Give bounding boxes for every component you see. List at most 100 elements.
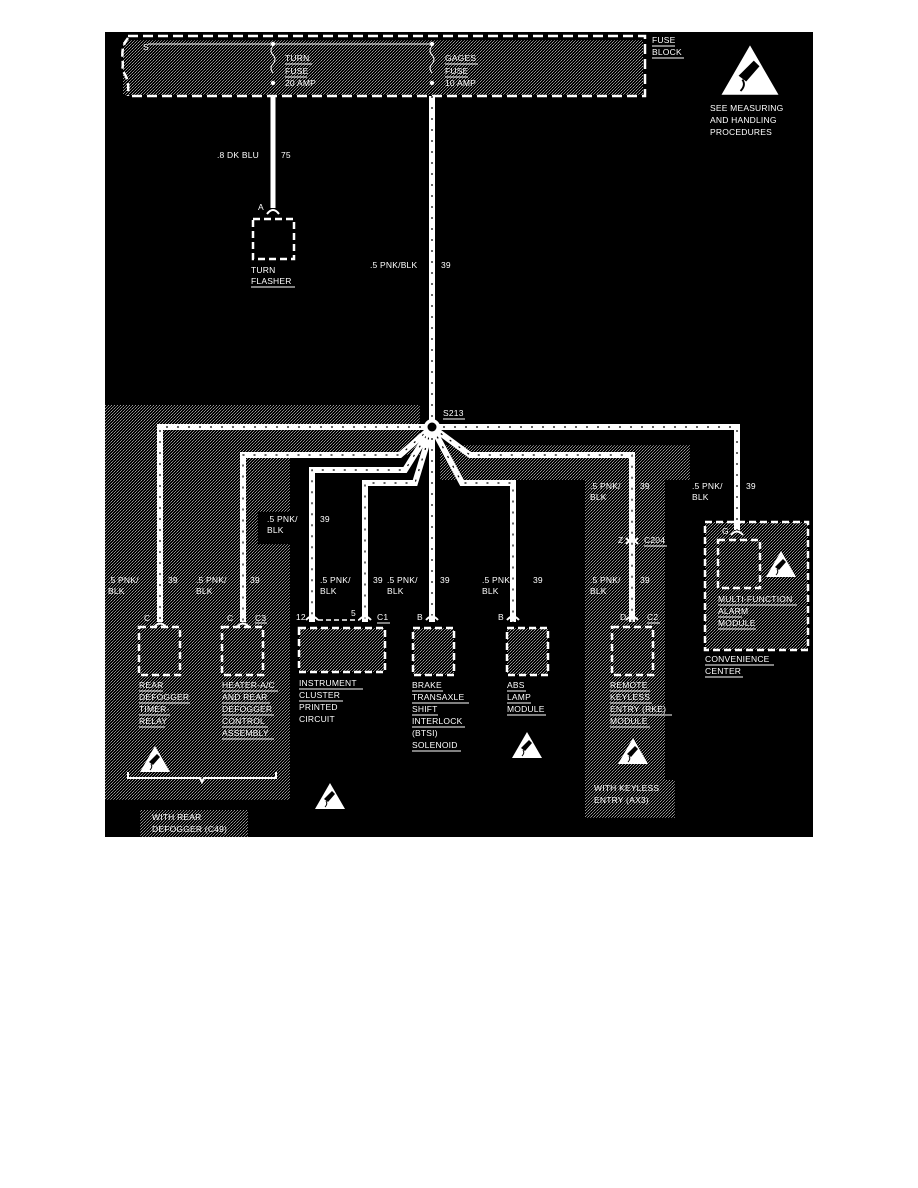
svg-text:39: 39: [746, 481, 756, 491]
svg-text:MODULE: MODULE: [718, 618, 756, 628]
svg-text:5: 5: [351, 608, 356, 618]
svg-text:39: 39: [640, 481, 650, 491]
svg-text:CLUSTER: CLUSTER: [299, 690, 340, 700]
svg-text:B: B: [498, 612, 504, 622]
turn-flasher-label: TURN: [251, 265, 275, 275]
svg-text:BLK: BLK: [482, 586, 499, 596]
svg-text:DEFOGGER: DEFOGGER: [222, 704, 272, 714]
svg-text:.5 PNK/: .5 PNK/: [267, 514, 298, 524]
svg-text:AND REAR: AND REAR: [222, 692, 268, 702]
svg-text:WITH KEYLESS: WITH KEYLESS: [594, 783, 659, 793]
svg-text:ALARM: ALARM: [718, 606, 748, 616]
svg-text:PRINTED: PRINTED: [299, 702, 338, 712]
svg-text:REAR: REAR: [139, 680, 163, 690]
svg-text:39: 39: [168, 575, 178, 585]
svg-text:BLK: BLK: [320, 586, 337, 596]
svg-text:KEYLESS: KEYLESS: [610, 692, 650, 702]
gages-fuse-label: GAGES: [445, 53, 476, 63]
svg-text:SHIFT: SHIFT: [412, 704, 438, 714]
wire-labels: .5 PNK/BLK 39 .5 PNK/BLK 39 .5 PNK/BLK 39 .…: [108, 481, 756, 596]
svg-text:REMOTE: REMOTE: [610, 680, 648, 690]
svg-text:AND HANDLING: AND HANDLING: [710, 115, 777, 125]
svg-text:B: B: [417, 612, 423, 622]
svg-text:ENTRY (AX3): ENTRY (AX3): [594, 795, 649, 805]
shaded-regions: [105, 40, 808, 837]
svg-text:HEATER-A/C: HEATER-A/C: [222, 680, 275, 690]
svg-text:39: 39: [441, 260, 451, 270]
svg-text:CONVENIENCE: CONVENIENCE: [705, 654, 770, 664]
component-heater-ac-control: C C3 HEATER-A/C AND REAR DEFOGGER CONTRO…: [220, 613, 278, 740]
splice-label: S213: [443, 408, 464, 418]
svg-text:39: 39: [533, 575, 543, 585]
turn-fuse-label: TURN: [285, 53, 309, 63]
svg-text:ABS: ABS: [507, 680, 525, 690]
svg-text:C: C: [227, 613, 233, 623]
svg-text:39: 39: [320, 514, 330, 524]
svg-text:CIRCUIT: CIRCUIT: [299, 714, 335, 724]
wiring-diagram: S TURN FUSE 20 AMP GAGES FUSE 10 AMP FUS…: [105, 32, 813, 837]
svg-text:.5 PNK/: .5 PNK/: [590, 481, 621, 491]
connector-c204: Z C204: [618, 535, 667, 547]
svg-text:BLK: BLK: [108, 586, 125, 596]
svg-text:.5 PNK/: .5 PNK/: [482, 575, 513, 585]
svg-text:TIMER-: TIMER-: [139, 704, 169, 714]
branch-wires: S213: [157, 408, 740, 622]
fuse-block: S TURN FUSE 20 AMP GAGES FUSE 10 AMP FUS…: [120, 34, 684, 98]
svg-text:39: 39: [640, 575, 650, 585]
component-rear-defogger-relay: C REAR DEFOGGER TIMER- RELAY: [137, 613, 190, 728]
svg-text:CENTER: CENTER: [705, 666, 741, 676]
svg-text:(BTSI): (BTSI): [412, 728, 438, 738]
fuse-block-label: FUSE: [652, 35, 676, 45]
svg-text:BLK: BLK: [387, 586, 404, 596]
component-instrument-cluster: 12 5 C1 INSTRUMENT CLUSTER PRINTED CIRCU…: [296, 608, 390, 724]
svg-text:.5 PNK/: .5 PNK/: [692, 481, 723, 491]
convenience-center: G MULTI-FUNCTION ALARM MODULE CONVENIENC…: [703, 520, 810, 678]
svg-text:S: S: [143, 42, 149, 52]
svg-text:39: 39: [440, 575, 450, 585]
svg-text:WITH REAR: WITH REAR: [152, 812, 202, 822]
component-btsi-solenoid: B BRAKE TRANSAXLE SHIFT INTERLOCK (BTSI)…: [411, 612, 469, 752]
svg-text:D: D: [620, 612, 626, 622]
svg-text:MODULE: MODULE: [507, 704, 545, 714]
svg-text:C1: C1: [377, 612, 388, 622]
svg-text:MODULE: MODULE: [610, 716, 648, 726]
svg-text:.5 PNK/BLK: .5 PNK/BLK: [370, 260, 417, 270]
turn-flasher-circuit: A .8 DK BLU 75 TURN FLASHER: [217, 96, 296, 288]
turn-wire-circuit: 75: [281, 150, 291, 160]
svg-text:C: C: [144, 613, 150, 623]
svg-text:RELAY: RELAY: [139, 716, 167, 726]
rear-defogger-note: WITH REAR DEFOGGER (C49): [127, 745, 346, 834]
svg-text:ASSEMBLY: ASSEMBLY: [222, 728, 269, 738]
svg-text:TRANSAXLE: TRANSAXLE: [412, 692, 464, 702]
svg-text:SEE MEASURING: SEE MEASURING: [710, 103, 783, 113]
svg-text:FLASHER: FLASHER: [251, 276, 292, 286]
svg-text:BLK: BLK: [692, 492, 709, 502]
keyless-entry-note: WITH KEYLESS ENTRY (AX3): [594, 783, 659, 805]
svg-text:BRAKE: BRAKE: [412, 680, 442, 690]
svg-text:DEFOGGER: DEFOGGER: [139, 692, 189, 702]
svg-text:20 AMP: 20 AMP: [285, 78, 316, 88]
esd-warning: SEE MEASURING AND HANDLING PROCEDURES: [710, 44, 783, 137]
svg-text:INSTRUMENT: INSTRUMENT: [299, 678, 357, 688]
svg-text:39: 39: [373, 575, 383, 585]
component-abs-lamp-module: B ABS LAMP MODULE: [498, 612, 550, 759]
svg-text:.5 PNK/: .5 PNK/: [320, 575, 351, 585]
svg-text:C2: C2: [647, 612, 658, 622]
svg-text:PROCEDURES: PROCEDURES: [710, 127, 772, 137]
svg-text:.5 PNK/: .5 PNK/: [108, 575, 139, 585]
svg-text:ENTRY (RKE): ENTRY (RKE): [610, 704, 666, 714]
gages-feed-wire: .5 PNK/BLK 39: [370, 96, 451, 420]
svg-text:12: 12: [296, 612, 306, 622]
svg-text:G: G: [722, 526, 729, 536]
svg-text:.5 PNK/: .5 PNK/: [387, 575, 418, 585]
svg-text:Z: Z: [618, 535, 623, 545]
svg-text:SOLENOID: SOLENOID: [412, 740, 458, 750]
turn-wire-gauge: .8 DK BLU: [217, 150, 259, 160]
svg-text:BLK: BLK: [590, 492, 607, 502]
svg-text:BLK: BLK: [196, 586, 213, 596]
svg-text:DEFOGGER (C49): DEFOGGER (C49): [152, 824, 227, 834]
svg-text:BLOCK: BLOCK: [652, 47, 682, 57]
svg-text:FUSE: FUSE: [285, 66, 309, 76]
svg-text:.5 PNK/: .5 PNK/: [196, 575, 227, 585]
svg-text:FUSE: FUSE: [445, 66, 469, 76]
